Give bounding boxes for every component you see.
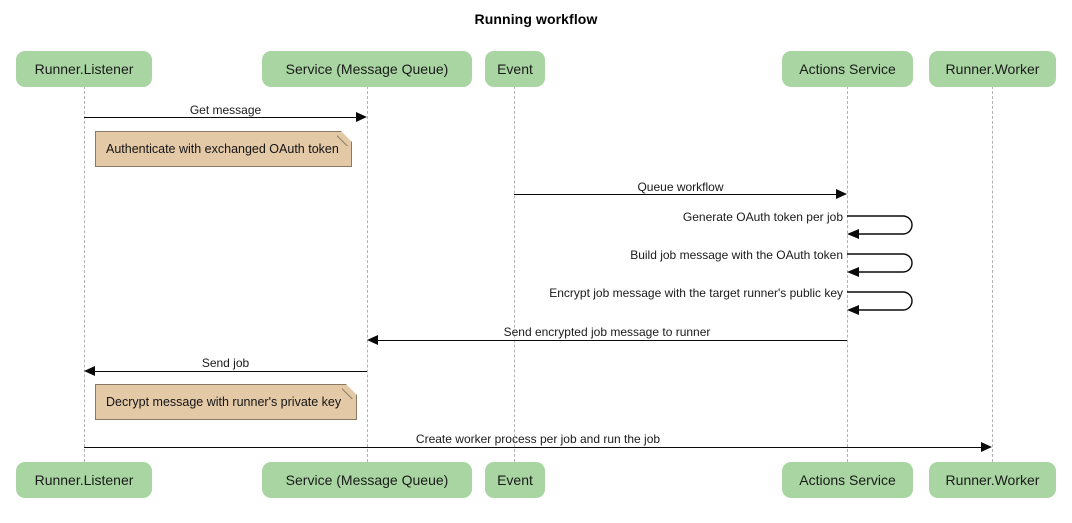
message-label-create-worker: Create worker process per job and run th…	[415, 432, 661, 446]
self-loop-generate-token	[845, 209, 923, 243]
lifeline-event	[514, 86, 515, 462]
participant-label: Event	[497, 61, 533, 77]
message-line-create-worker	[84, 447, 984, 448]
self-loop-encrypt-job	[845, 285, 923, 319]
participant-service-mq-bottom[interactable]: Service (Message Queue)	[262, 462, 472, 498]
message-line-send-encrypted	[375, 340, 847, 341]
arrowhead-get-message	[356, 112, 367, 122]
arrowhead-send-encrypted	[367, 335, 378, 345]
participant-label: Actions Service	[799, 61, 896, 77]
lifeline-actions-service	[847, 86, 848, 462]
message-line-queue-workflow	[514, 194, 839, 195]
participant-runner-listener-top[interactable]: Runner.Listener	[16, 51, 152, 87]
participant-label: Event	[497, 472, 533, 488]
self-loop-build-job-message	[845, 247, 923, 281]
message-line-get-message	[84, 117, 359, 118]
participant-label: Runner.Listener	[34, 472, 134, 488]
message-label-send-encrypted: Send encrypted job message to runner	[503, 325, 711, 339]
note-fold-edge-icon	[342, 384, 357, 399]
message-label-get-message: Get message	[189, 103, 262, 117]
lifeline-runner-listener	[84, 86, 85, 462]
participant-label: Runner.Worker	[945, 472, 1040, 488]
note-decrypt: Decrypt message with runner's private ke…	[95, 384, 357, 420]
participant-label: Service (Message Queue)	[285, 472, 449, 488]
participant-actions-service-bottom[interactable]: Actions Service	[782, 462, 913, 498]
note-text: Decrypt message with runner's private ke…	[106, 395, 342, 409]
participant-runner-worker-top[interactable]: Runner.Worker	[929, 51, 1056, 87]
lifeline-runner-worker	[992, 86, 993, 462]
participant-runner-worker-bottom[interactable]: Runner.Worker	[929, 462, 1056, 498]
participant-label: Actions Service	[799, 472, 896, 488]
arrowhead-create-worker	[981, 442, 992, 452]
page-title: Running workflow	[474, 11, 598, 27]
note-text: Authenticate with exchanged OAuth token	[106, 142, 339, 156]
lifeline-service-mq	[367, 86, 368, 462]
participant-event-top[interactable]: Event	[485, 51, 545, 87]
message-label-encrypt-job: Encrypt job message with the target runn…	[549, 286, 843, 300]
participant-actions-service-top[interactable]: Actions Service	[782, 51, 913, 87]
message-label-queue-workflow: Queue workflow	[637, 180, 724, 194]
note-fold-edge-icon	[337, 131, 352, 146]
participant-service-mq-top[interactable]: Service (Message Queue)	[262, 51, 472, 87]
message-label-send-job: Send job	[201, 356, 250, 370]
note-authenticate: Authenticate with exchanged OAuth token	[95, 131, 352, 167]
participant-label: Runner.Listener	[34, 61, 134, 77]
arrowhead-send-job	[84, 366, 95, 376]
message-label-build-job-message: Build job message with the OAuth token	[630, 248, 843, 262]
participant-label: Service (Message Queue)	[285, 61, 449, 77]
participant-runner-listener-bottom[interactable]: Runner.Listener	[16, 462, 152, 498]
participant-label: Runner.Worker	[945, 61, 1040, 77]
arrowhead-queue-workflow	[836, 189, 847, 199]
participant-event-bottom[interactable]: Event	[485, 462, 545, 498]
message-line-send-job	[92, 371, 367, 372]
message-label-generate-token: Generate OAuth token per job	[682, 210, 843, 224]
